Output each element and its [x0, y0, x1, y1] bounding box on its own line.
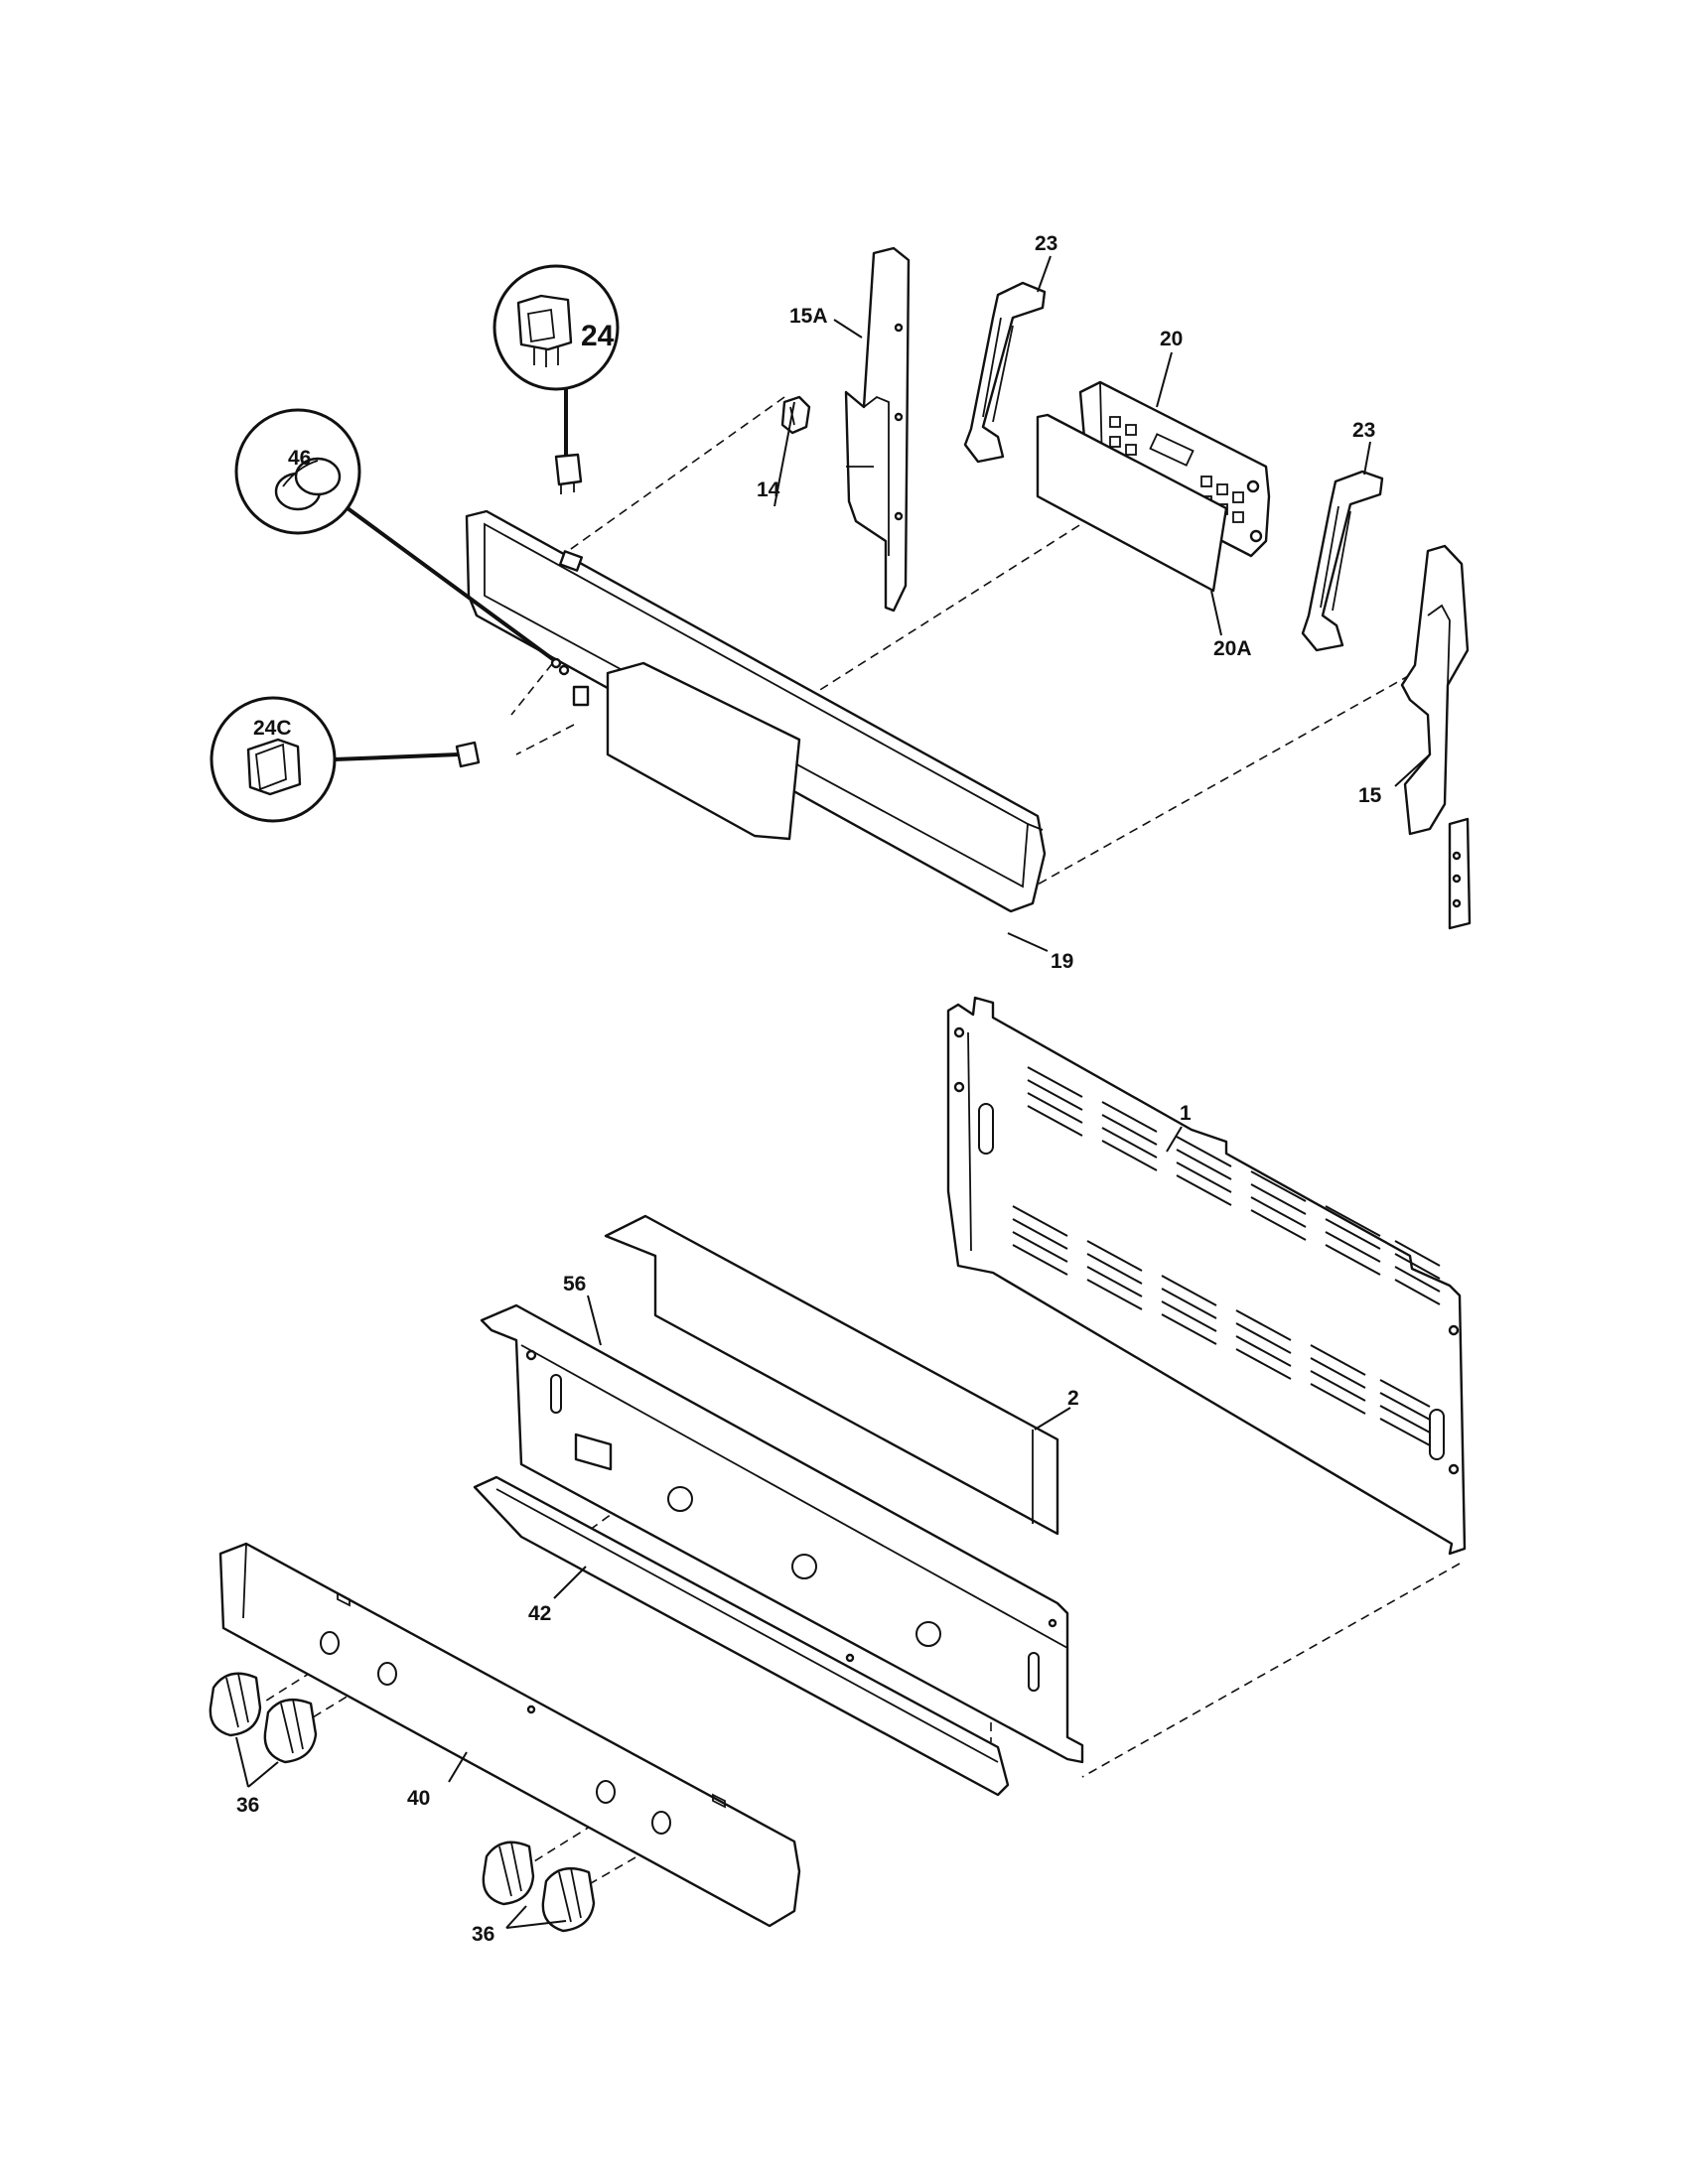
label-14: 14 — [757, 478, 780, 501]
leader-lines — [235, 255, 1431, 1929]
overlay-20a — [1036, 413, 1228, 593]
switch-24c — [210, 696, 481, 823]
bracket-56 — [480, 1303, 1084, 1764]
knob-46 — [234, 408, 562, 669]
control-panel-40 — [218, 1542, 801, 1928]
label-20a: 20A — [1213, 637, 1252, 660]
label-15a: 15A — [789, 305, 828, 328]
label-42: 42 — [528, 1602, 551, 1625]
control-panel-19 — [465, 509, 1047, 913]
side-trim-15a — [844, 246, 911, 613]
callout-labels: 15A 23 20 23 20A 14 15 19 1 2 56 42 40 3… — [236, 232, 1382, 1946]
label-36-right: 36 — [472, 1923, 494, 1946]
louvers-lower — [1012, 1205, 1431, 1446]
label-36-left: 36 — [236, 1794, 259, 1817]
label-19: 19 — [1051, 950, 1073, 973]
switch-24 — [492, 264, 620, 494]
label-20: 20 — [1160, 328, 1183, 350]
label-23-left: 23 — [1035, 232, 1057, 255]
heat-shield-2 — [604, 1214, 1059, 1536]
label-40: 40 — [407, 1787, 430, 1810]
knob-36-a — [209, 1672, 262, 1737]
louvers-upper — [1027, 1066, 1441, 1305]
knob-36-d — [541, 1866, 596, 1933]
label-24: 24 — [581, 320, 615, 352]
label-46: 46 — [288, 447, 311, 470]
label-23-right: 23 — [1352, 419, 1375, 442]
trim-strip-42 — [473, 1475, 1010, 1797]
bracket-23-right — [1301, 470, 1384, 652]
label-2: 2 — [1067, 1387, 1079, 1410]
label-24c: 24C — [253, 717, 292, 740]
label-56: 56 — [563, 1273, 586, 1296]
bracket-23-left — [963, 281, 1047, 464]
rear-panel-1 — [946, 996, 1467, 1556]
connector-14 — [780, 395, 811, 435]
label-15: 15 — [1358, 784, 1382, 807]
knob-36-c — [482, 1841, 535, 1906]
side-trim-15 — [1400, 544, 1472, 930]
knob-36-b — [263, 1698, 318, 1764]
label-1: 1 — [1180, 1102, 1192, 1125]
